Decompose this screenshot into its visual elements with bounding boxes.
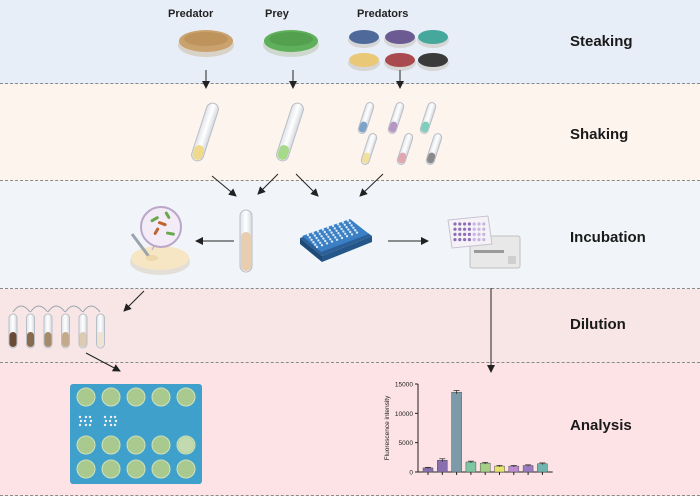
bar [422,467,434,473]
transfer-icon [82,305,101,313]
test-tube-icon [387,102,405,134]
test-tube-icon [425,133,443,165]
band-shaking [0,84,700,181]
petri-dish-icon [349,53,379,67]
colony-icon [88,423,92,427]
predators-tubes-icon [357,102,443,165]
petri-dish-icon [418,30,448,44]
arrow-icon [257,173,279,195]
bar [494,465,505,473]
y-tick-label: 0 [409,470,413,477]
arrow-icon [295,173,319,197]
colony-icon [78,423,82,427]
arrow-icon [211,175,237,197]
colony-spot-icon [76,459,96,479]
transfer-icon [65,305,83,313]
microplate-icon [300,219,372,262]
colony-icon [84,423,88,427]
colony-icon [84,415,88,419]
stage-label-incubation: Incubation [570,229,646,246]
colony-icon [103,423,107,427]
bar [508,465,520,473]
band-dilution [0,289,700,363]
colony-spot-icon [76,387,96,407]
colony-spot-icon [101,435,121,455]
petri-dish-icon [349,30,379,44]
predators-label: Predators [357,8,409,20]
predator-plate-icon [178,30,234,57]
bar [479,462,491,473]
bar [465,461,477,473]
y-tick-label: 15000 [395,382,413,389]
spot-plate-icon [70,384,202,484]
colony-spot-icon [151,435,171,455]
plating-petri-icon [130,233,190,275]
test-tube-icon [396,133,414,165]
arrow-icon [359,173,384,197]
colony-icon [88,415,92,419]
colony-spot-icon [126,435,146,455]
colony-spot-icon [101,387,121,407]
petri-dish-icon [385,30,415,44]
stage-label-shaking: Shaking [570,126,629,143]
colony-icon [79,419,83,423]
bar [537,463,548,473]
colony-spot-icon [151,387,171,407]
test-tube-icon [360,133,378,165]
transfer-icon [30,305,48,313]
y-tick-label: 10000 [395,411,413,418]
predator-label: Predator [168,8,214,20]
colony-icon [113,415,117,419]
colony-icon [104,419,108,423]
microscope-view-icon [140,206,182,251]
prey-plate-icon [263,30,319,57]
stage-label-steaking: Steaking [570,33,633,50]
colony-spot-icon [101,459,121,479]
test-tube-icon [419,102,437,134]
bar [522,465,534,473]
stage-label-dilution: Dilution [570,316,626,333]
colony-icon [108,419,112,423]
colony-spot-icon [178,437,194,453]
predator-tube-icon [191,102,219,162]
predators-plates-icon [348,30,449,71]
petri-dish-icon [385,53,415,67]
stage-label-analysis: Analysis [570,417,632,434]
colony-icon [78,415,82,419]
prey-label: Prey [265,8,289,20]
colony-spot-icon [126,387,146,407]
colony-spot-icon [126,459,146,479]
transfer-icon [47,305,66,313]
colony-icon [103,415,107,419]
colony-icon [109,415,113,419]
colony-icon [109,423,113,427]
prey-tube-icon [276,102,304,162]
colony-spot-icon [151,459,171,479]
y-tick-label: 5000 [399,440,414,447]
arrow-icon [123,290,145,312]
transfer-icon [12,305,31,313]
plate-reader-icon [447,215,521,269]
bar [437,460,448,473]
dilution-series-icon [8,305,105,349]
colony-icon [89,419,93,423]
petri-dish-icon [418,53,448,67]
arrow-icon [85,352,121,372]
test-tube-icon [357,102,375,134]
bar [451,391,462,473]
colony-spot-icon [76,435,96,455]
colony-icon [114,419,118,423]
colony-spot-icon [176,387,196,407]
colony-icon [83,419,87,423]
co-culture-tube-icon [239,209,253,273]
y-axis-label: Fluorescence intensity [384,395,391,460]
colony-spot-icon [176,459,196,479]
colony-icon [113,423,117,427]
